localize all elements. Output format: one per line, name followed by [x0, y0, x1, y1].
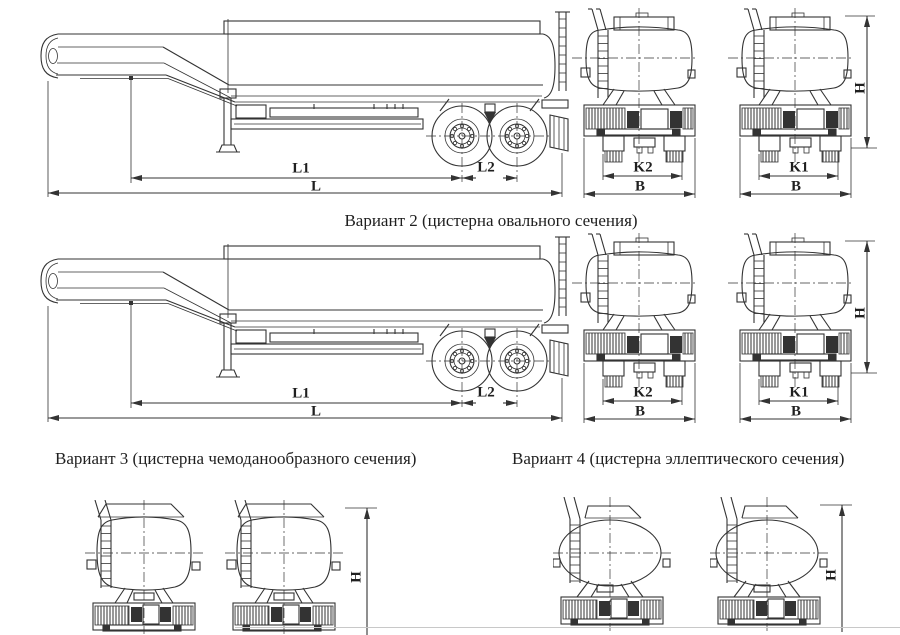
row1-height-dimension: [845, 8, 880, 153]
dim-label-h: H: [348, 571, 365, 583]
dim-label-h: H: [823, 569, 840, 581]
dim-label-l: L: [310, 403, 322, 420]
cropped-drawing-edge: [235, 627, 900, 628]
dim-label-l1: L1: [292, 385, 310, 402]
row2-height-dimension: [845, 233, 880, 378]
dim-label-b: B: [634, 178, 646, 195]
dim-label-h: H: [852, 82, 869, 94]
dim-label-l2: L2: [477, 159, 495, 176]
dim-label-l2: L2: [477, 384, 495, 401]
dim-label-h: H: [852, 307, 869, 319]
variant3-height-dimension: [345, 500, 380, 635]
dim-label-b: B: [790, 403, 802, 420]
vertical-dimension-line: [845, 8, 880, 153]
rear-view-ellipse-drawing: [710, 497, 828, 632]
caption-variant3: Вариант 3 (цистерна чемоданообразного се…: [55, 449, 417, 468]
variant4-rear-view-1: [553, 497, 671, 632]
caption-variant2: Вариант 2 (цистерна овального сечения): [344, 211, 638, 230]
dim-label-k2: K2: [633, 159, 653, 176]
dim-label-k1: K1: [789, 384, 809, 401]
variant3-rear-view-2: [225, 500, 343, 635]
variant4-height-dimension: [820, 497, 855, 632]
variant4-rear-view-2: [710, 497, 828, 632]
vertical-dimension-line: [820, 497, 855, 632]
rear-view-case-drawing: [225, 500, 343, 635]
caption-variant4: Вариант 4 (цистерна эллептического сечен…: [512, 449, 845, 468]
variant3-rear-view-1: [85, 500, 203, 635]
vertical-dimension-line: [845, 233, 880, 378]
dim-label-l: L: [310, 178, 322, 195]
rear-view-case-drawing: [85, 500, 203, 635]
dim-label-k2: K2: [633, 384, 653, 401]
dim-label-b: B: [634, 403, 646, 420]
rear-view-ellipse-drawing: [553, 497, 671, 632]
dim-label-l1: L1: [292, 160, 310, 177]
vertical-dimension-line: [345, 500, 380, 635]
dim-label-b: B: [790, 178, 802, 195]
dim-label-k1: K1: [789, 159, 809, 176]
